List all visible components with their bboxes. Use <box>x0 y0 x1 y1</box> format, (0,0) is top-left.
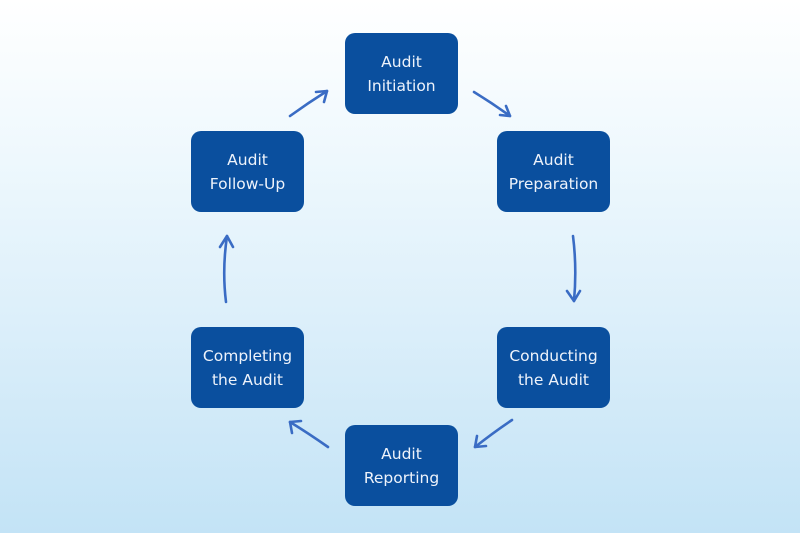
step-conducting-the-audit: Conducting the Audit <box>497 327 610 408</box>
step-completing-the-audit: Completing the Audit <box>191 327 304 408</box>
step-label-line1: Audit <box>381 444 422 463</box>
step-label-line2: the Audit <box>211 370 283 389</box>
step-audit-follow-up: Audit Follow-Up <box>191 131 304 212</box>
step-audit-preparation: Audit Preparation <box>497 131 610 212</box>
step-label-line1: Audit <box>381 52 422 71</box>
step-label-line1: Completing <box>202 346 293 365</box>
step-label-line2: Follow-Up <box>209 174 286 193</box>
arrow-preparation-to-conducting <box>565 234 582 303</box>
arrow-conducting-to-reporting <box>473 418 514 449</box>
step-label-line1: Audit <box>533 150 574 169</box>
step-label-line2: Initiation <box>367 76 436 95</box>
step-audit-initiation: Audit Initiation <box>345 33 458 114</box>
arrow-initiation-to-preparation <box>472 90 512 118</box>
arrow-reporting-to-completing <box>288 419 330 449</box>
step-label-line2: the Audit <box>517 370 589 389</box>
step-label-line1: Conducting <box>509 346 598 365</box>
step-label-line2: Preparation <box>508 174 599 193</box>
arrow-followup-to-initiation <box>288 89 329 118</box>
step-label-line1: Audit <box>227 150 268 169</box>
step-audit-reporting: Audit Reporting <box>345 425 458 506</box>
step-label-line2: Reporting <box>363 468 440 487</box>
arrow-completing-to-followup <box>218 234 235 304</box>
